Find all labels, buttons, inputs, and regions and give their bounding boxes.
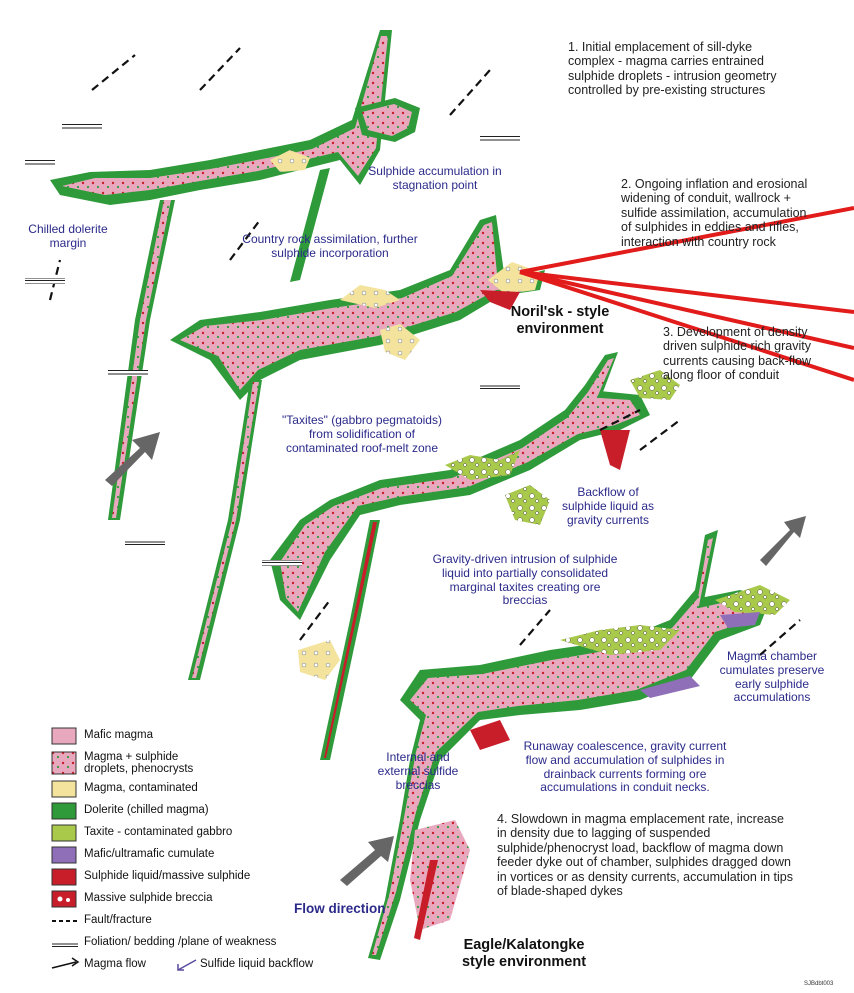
annotation-country-rock: Country rock assimilation, further sulph…: [225, 233, 435, 261]
annotation-internal-breccias: Internal and external sulfide breccias: [368, 751, 468, 792]
annotation-gravity-driven: Gravity-driven intrusion of sulphide liq…: [405, 553, 645, 608]
step-3-text: 3. Development of density driven sulphid…: [663, 325, 853, 383]
step-1-text: 1. Initial emplacement of sill-dyke comp…: [568, 40, 848, 98]
annotation-taxites: "Taxites" (gabbro pegmatoids) from solid…: [262, 414, 462, 455]
label-eagle-environment: Eagle/Kalatongke style environment: [444, 937, 604, 970]
legend-item-mafic-magma: Mafic magma: [84, 729, 153, 741]
annotation-runaway: Runaway coalescence, gravity current flo…: [500, 740, 750, 795]
annotation-magma-chamber: Magma chamber cumulates preserve early s…: [712, 650, 832, 705]
legend-item-magma-flow: Magma flow: [84, 958, 146, 970]
label-flow-direction: Flow direction: [294, 901, 386, 917]
legend-item-magma-sulphide: Magma + sulphide droplets, phenocrysts: [84, 751, 193, 775]
legend-item-sulphide: Sulphide liquid/massive sulphide: [84, 870, 250, 882]
annotation-backflow: Backflow of sulphide liquid as gravity c…: [548, 486, 668, 527]
figure-code: SJBdbt003: [804, 981, 833, 987]
step-2-text: 2. Ongoing inflation and erosional widen…: [621, 177, 853, 249]
legend-item-sulfide-backflow: Sulfide liquid backflow: [200, 958, 313, 970]
legend-item-fault: Fault/fracture: [84, 914, 152, 926]
legend-item-taxite: Taxite - contaminated gabbro: [84, 826, 232, 838]
annotation-stagnation: Sulphide accumulation in stagnation poin…: [350, 165, 520, 193]
step-4-text: 4. Slowdown in magma emplacement rate, i…: [497, 812, 847, 898]
label-norilsk-environment: Noril'sk - style environment: [490, 304, 630, 337]
annotation-chilled-margin: Chilled dolerite margin: [18, 223, 118, 251]
legend-item-contaminated: Magma, contaminated: [84, 782, 198, 794]
legend-item-dolerite: Dolerite (chilled magma): [84, 804, 209, 816]
legend-item-breccia: Massive sulphide breccia: [84, 892, 212, 904]
legend-item-foliation: Foliation/ bedding /plane of weakness: [84, 936, 276, 948]
legend-item-cumulate: Mafic/ultramafic cumulate: [84, 848, 214, 860]
